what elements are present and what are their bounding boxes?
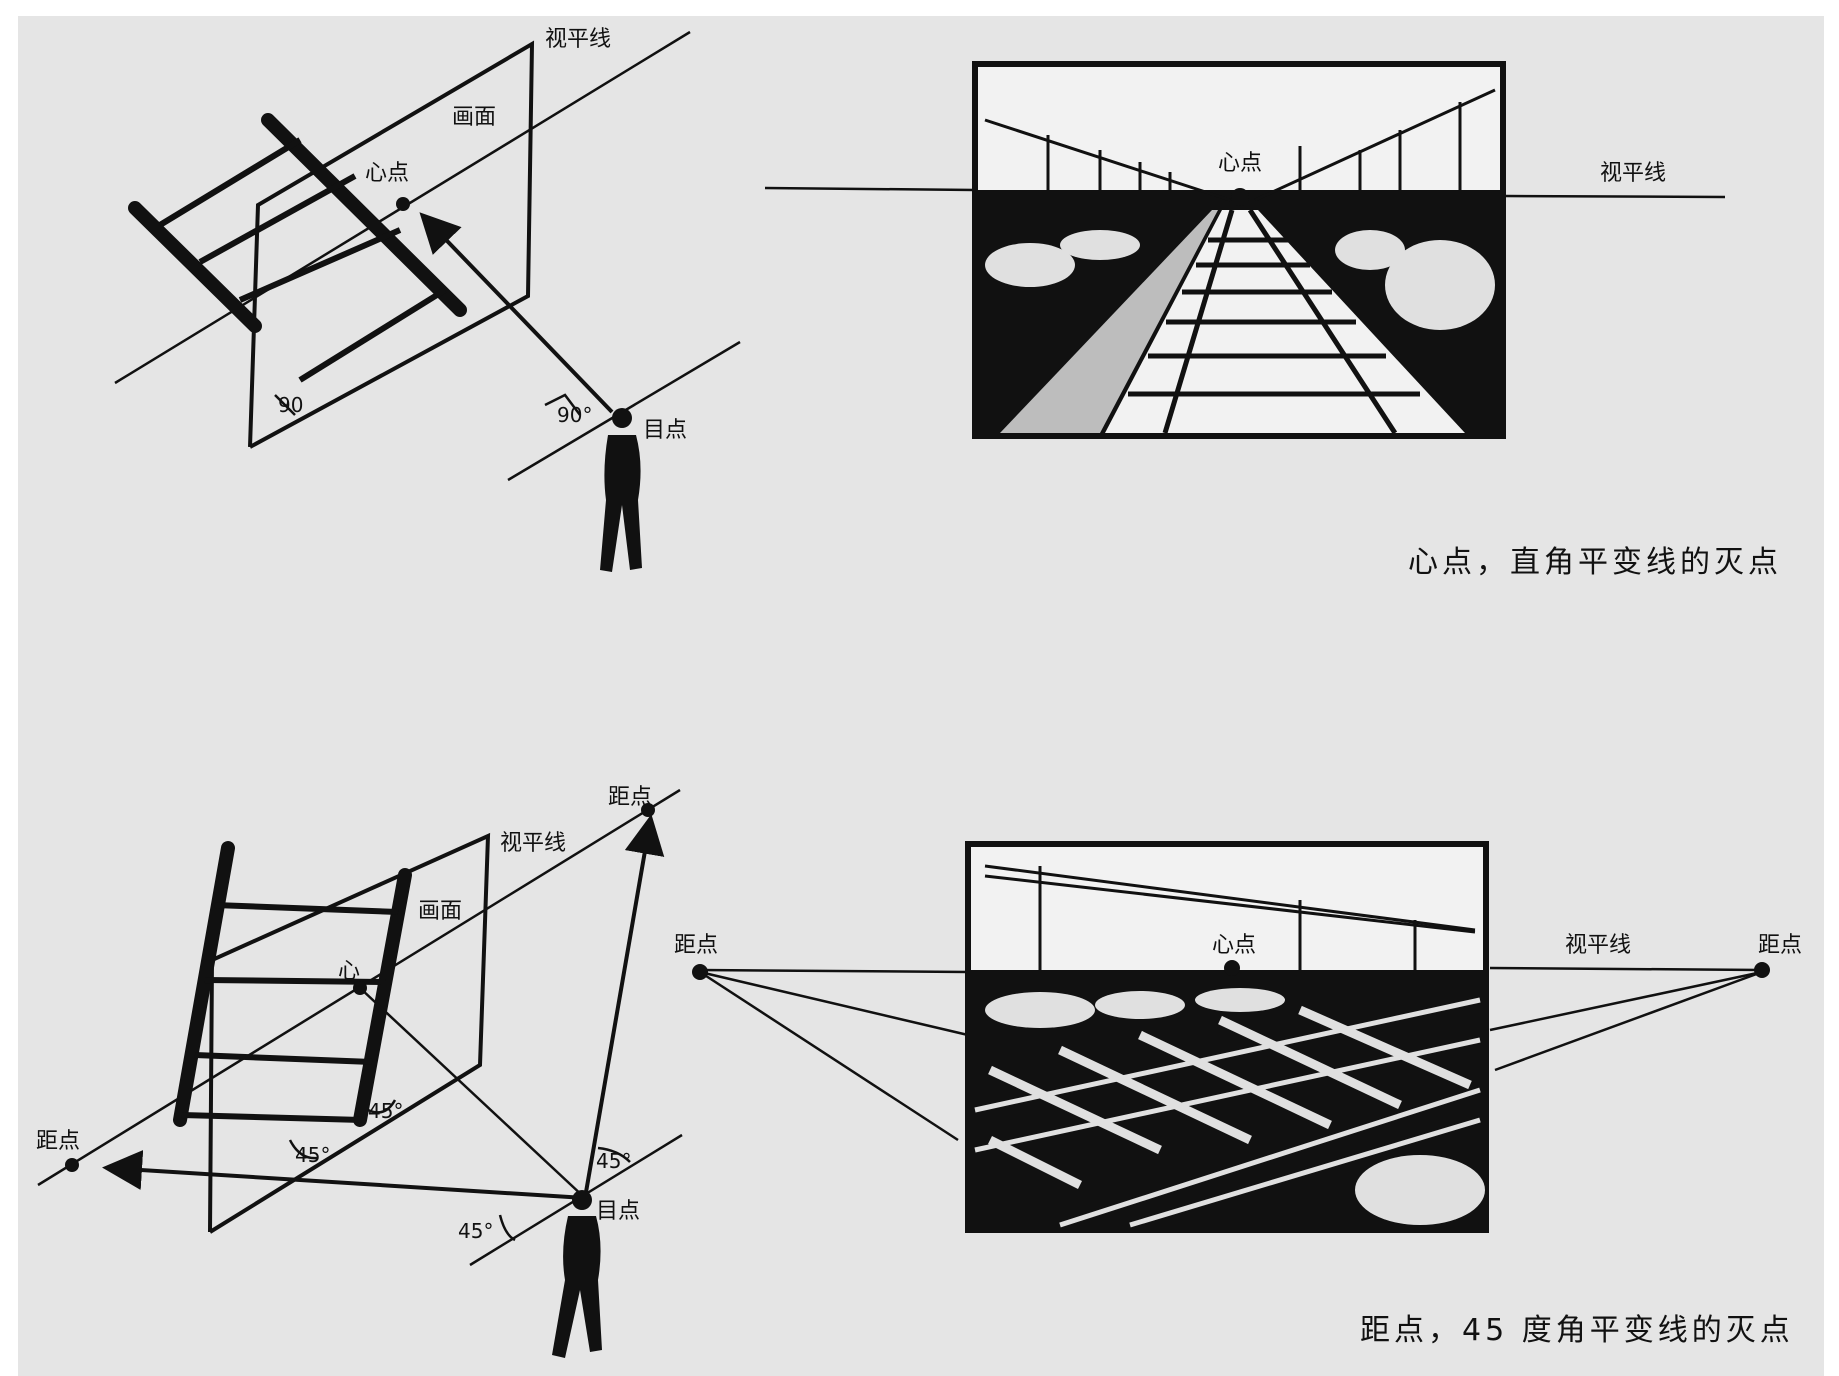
ladder-rung: [214, 902, 399, 915]
railway-center-point-bottom: [1224, 960, 1240, 976]
angle-label-90-deg: 90°: [557, 403, 592, 427]
angle-label-45-c: 45°: [596, 1149, 631, 1173]
sight-line-center: [359, 987, 586, 1199]
railway-horizon-label: 视平线: [1600, 161, 1666, 186]
ladder-rung: [204, 977, 386, 985]
ladder-rung: [181, 1112, 363, 1123]
railway-distance-point-left: [692, 964, 708, 980]
distance-point-label-left: 距点: [36, 1129, 80, 1154]
railway-distance-label-right: 距点: [1758, 933, 1802, 958]
ladder-rail-right: [261, 113, 467, 317]
distance-line: [1494, 970, 1763, 1072]
distance-line: [1489, 970, 1763, 1032]
angle-mark: [274, 394, 296, 416]
ladder-rail-right: [353, 868, 412, 1127]
sight-line-right: [583, 814, 665, 1199]
center-point-dot-bottom: [353, 981, 367, 995]
ladder-rung: [158, 137, 302, 228]
observer-figure: [600, 408, 642, 572]
picture-plane-label-bottom: 画面: [418, 899, 462, 924]
picture-plane: [248, 40, 535, 449]
distance-line: [699, 970, 969, 1037]
angle-label-45-b: 45°: [295, 1143, 330, 1167]
ladder-rung: [298, 287, 447, 383]
caption-bottom: 距点，45 度角平变线的灭点: [1360, 1313, 1794, 1348]
distance-point-right-dot: [641, 803, 655, 817]
angle-arc: [367, 1099, 397, 1114]
horizon-extension-right: [1504, 194, 1726, 199]
horizon-extension-left-bottom: [699, 968, 969, 974]
ladder-rung: [238, 227, 402, 303]
sight-line-left: [102, 1150, 586, 1200]
railway-distance-point-right: [1754, 962, 1770, 978]
picture-plane-label: 画面: [452, 105, 496, 130]
center-label-bottom: 心: [338, 959, 360, 984]
railway-center-point-label: 心点: [1218, 151, 1262, 176]
center-point-dot: [396, 197, 410, 211]
figure-panel: [18, 16, 1824, 1376]
horizon-label-bottom: 视平线: [500, 831, 566, 856]
ladder-rail-left: [173, 841, 235, 1127]
ladder-rung: [198, 173, 357, 265]
angle-arc: [597, 1146, 631, 1163]
railway-horizon-label-bottom: 视平线: [1565, 933, 1631, 958]
ladder-rung: [194, 1052, 373, 1065]
angle-label-90: 90: [278, 393, 303, 417]
horizon-label: 视平线: [545, 27, 611, 52]
railway-center-label-bottom: 心点: [1212, 933, 1256, 958]
picture-plane-bottom: [208, 832, 491, 1234]
railway-center-point: [1231, 188, 1249, 206]
angle-arc: [288, 1139, 319, 1160]
railway-distance-label-left: 距点: [674, 933, 718, 958]
top-left-diagram: 视平线 画面 心点 目点 90 90°: [114, 27, 741, 572]
eye-point-label-bottom: 目点: [596, 1199, 640, 1224]
horizon-extension-right-bottom: [1489, 966, 1763, 972]
caption-top: 心点，直角平变线的灭点: [1408, 545, 1782, 580]
top-right-railway-picture: 心点 视平线: [764, 61, 1726, 439]
distance-line: [699, 970, 959, 1142]
bottom-left-diagram: 距点 视平线 画面 心 距点 目点 45° 45° 45° 45°: [36, 785, 683, 1358]
angle-label-45-d: 45°: [458, 1219, 493, 1243]
sight-line: [419, 212, 614, 414]
center-point-label: 心点: [365, 161, 409, 186]
distance-point-label-right: 距点: [608, 785, 652, 810]
horizon-extension-left: [764, 186, 976, 192]
angle-label-45-a: 45°: [368, 1099, 403, 1123]
eye-point-label: 目点: [643, 418, 687, 443]
angle-arc: [498, 1214, 516, 1242]
bottom-right-railway-picture: 距点 心点 视平线 距点: [674, 841, 1802, 1233]
distance-point-left-dot: [65, 1158, 79, 1172]
ladder-rail-left: [128, 201, 262, 333]
observer-figure-bottom: [552, 1190, 602, 1358]
angle-mark: [544, 393, 581, 416]
